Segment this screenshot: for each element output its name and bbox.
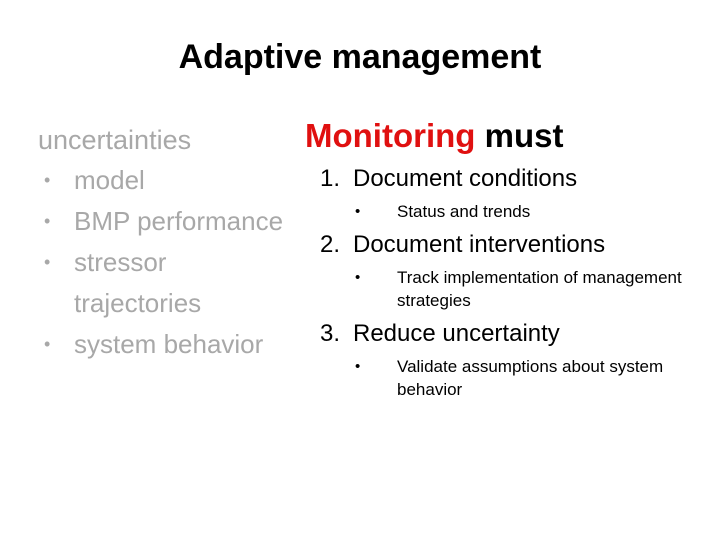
sub-list-item-label: Track implementation of management strat…: [397, 268, 682, 310]
list-item: • system behavior: [38, 324, 286, 365]
list-item-label: BMP performance: [74, 206, 284, 236]
monitoring-column: Monitoring must 1. Document conditions •…: [305, 116, 695, 406]
sub-list-item: • Status and trends: [305, 200, 695, 223]
bullet-icon: •: [44, 211, 51, 231]
sub-list-item: • Validate assumptions about system beha…: [305, 355, 695, 401]
list-number: 1.: [320, 165, 341, 192]
numbered-list-item: 2. Document interventions: [305, 228, 695, 262]
list-item-label: model: [74, 165, 145, 195]
sub-list-item-label: Validate assumptions about system behavi…: [397, 357, 664, 399]
monitoring-heading-plain: must: [475, 117, 564, 154]
list-number: 2.: [320, 231, 341, 258]
numbered-list-item-label: Document interventions: [353, 231, 606, 258]
numbered-list-item: 3. Reduce uncertainty: [305, 317, 695, 351]
numbered-list-item-label: Document conditions: [353, 165, 578, 192]
bullet-icon: •: [44, 334, 51, 354]
bullet-icon: •: [44, 252, 51, 272]
numbered-list-item-label: Reduce uncertainty: [353, 320, 560, 347]
list-item-label: stressor trajectories: [74, 247, 202, 318]
list-item-label: system behavior: [74, 329, 264, 359]
list-item: • stressor trajectories: [38, 242, 286, 324]
uncertainties-column: uncertainties • model • BMP performance …: [38, 122, 286, 365]
bullet-icon: •: [355, 269, 361, 286]
bullet-icon: •: [355, 358, 361, 375]
list-number: 3.: [320, 320, 341, 347]
monitoring-heading-highlight: Monitoring: [305, 117, 476, 154]
bullet-icon: •: [355, 203, 361, 220]
uncertainties-heading: uncertainties: [38, 125, 192, 155]
numbered-list-item: 1. Document conditions: [305, 162, 695, 196]
list-item: • BMP performance: [38, 201, 286, 242]
list-item: • model: [38, 160, 286, 201]
bullet-icon: •: [44, 170, 51, 190]
monitoring-heading: Monitoring must: [305, 116, 695, 156]
sub-list-item-label: Status and trends: [397, 202, 531, 221]
page-title: Adaptive management: [178, 38, 542, 76]
sub-list-item: • Track implementation of management str…: [305, 266, 695, 312]
